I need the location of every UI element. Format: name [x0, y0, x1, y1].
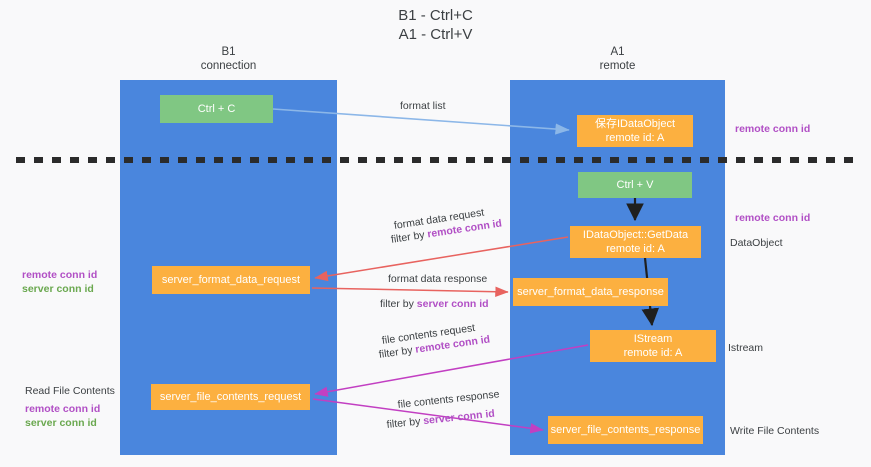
column-header-a1-role: remote — [599, 60, 636, 72]
annotation-remote-conn-id-top: remote conn id — [735, 123, 811, 135]
edge-label-format-data-response-text: format data response — [388, 273, 488, 285]
node-server-format-data-request[interactable]: server_format_data_request — [152, 266, 310, 294]
column-header-a1-name: A1 — [610, 46, 625, 58]
edge-label-format-data-response: format data response — [388, 272, 487, 286]
node-server-format-data-response-label: server_format_data_response — [517, 286, 664, 298]
edge-label-fdreq-filter-prefix: filter by — [390, 228, 429, 246]
edge-label-fcreq-filter-prefix: filter by — [378, 343, 417, 361]
column-header-b1: B1 connection — [120, 45, 337, 73]
title-line-2: A1 - Ctrl+V — [398, 26, 473, 43]
node-ctrl-v-label: Ctrl + V — [616, 179, 654, 191]
node-server-format-data-request-label: server_format_data_request — [161, 274, 301, 286]
annotation-left-server-conn-id: server conn id — [22, 283, 94, 295]
edge-label-fdresp-filter-key: server conn id — [416, 298, 489, 310]
annotation-write-file-contents: Write File Contents — [730, 425, 820, 437]
node-ctrl-c[interactable]: Ctrl + C — [160, 95, 273, 123]
node-server-file-contents-response-label: server_file_contents_response — [550, 424, 701, 436]
node-server-format-data-response[interactable]: server_format_data_response — [513, 278, 668, 306]
node-save-idataobject[interactable]: 保存IDataObject remote id: A — [577, 115, 693, 147]
annotation-left-server-conn-id-2: server conn id — [25, 417, 97, 429]
annotation-remote-conn-id-mid: remote conn id — [735, 212, 811, 224]
node-save-idataobject-label: 保存IDataObject remote id: A — [594, 118, 676, 144]
node-istream-label: IStream remote id: A — [623, 333, 683, 359]
annotation-read-file-contents: Read File Contents — [25, 385, 115, 397]
node-ctrl-v[interactable]: Ctrl + V — [578, 172, 692, 198]
edge-label-format-list-text: format list — [400, 100, 446, 112]
node-idataobject-getdata[interactable]: IDataObject::GetData remote id: A — [570, 226, 701, 258]
edge-label-format-list: format list — [400, 99, 446, 113]
edge-label-fdresp-filter-prefix: filter by — [380, 298, 417, 310]
annotation-dataobject: DataObject — [730, 237, 783, 249]
arrow-format-data-response — [311, 286, 509, 297]
node-istream[interactable]: IStream remote id: A — [590, 330, 716, 362]
column-header-a1: A1 remote — [510, 45, 725, 73]
node-server-file-contents-request[interactable]: server_file_contents_request — [151, 384, 310, 410]
annotation-left-remote-conn-id: remote conn id — [22, 269, 98, 281]
edge-label-fcresp-filter-prefix: filter by — [386, 415, 424, 431]
node-ctrl-c-label: Ctrl + C — [197, 103, 236, 115]
annotation-left-remote-conn-id-2: remote conn id — [25, 403, 101, 415]
diagram-title: B1 - Ctrl+C A1 - Ctrl+V — [0, 6, 871, 44]
annotation-istream: Istream — [728, 342, 764, 354]
edge-label-format-data-response-filter: filter by server conn id — [380, 297, 489, 311]
node-server-file-contents-response[interactable]: server_file_contents_response — [548, 416, 703, 444]
edge-label-fcresp-filter-key: server conn id — [422, 407, 496, 428]
column-header-b1-role: connection — [200, 60, 257, 72]
node-idataobject-getdata-label: IDataObject::GetData remote id: A — [582, 229, 689, 255]
node-server-file-contents-request-label: server_file_contents_request — [159, 391, 302, 403]
column-header-b1-name: B1 — [221, 46, 236, 58]
title-line-1: B1 - Ctrl+C — [398, 7, 473, 24]
